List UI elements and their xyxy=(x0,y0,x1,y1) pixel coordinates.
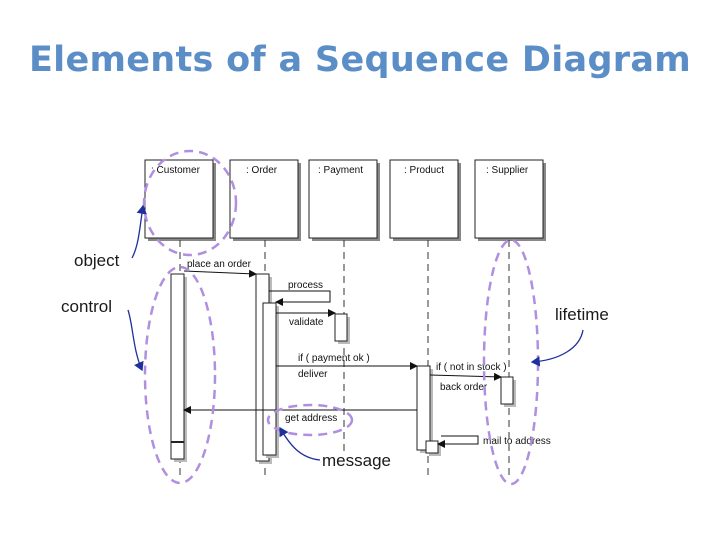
message-label-process: process xyxy=(288,280,323,291)
annotation-arrows xyxy=(127,204,584,461)
annotation-lifetime: lifetime xyxy=(555,305,609,324)
object-label-customer: : Customer xyxy=(151,165,201,176)
object-box-payment: : Payment xyxy=(308,159,380,241)
annotation-arrow-lifetime xyxy=(530,329,584,367)
slide-title: Elements of a Sequence Diagram xyxy=(28,40,692,80)
annotation-arrow-object xyxy=(131,204,147,259)
message-arrows xyxy=(183,269,502,448)
object-box-order: : Order xyxy=(229,159,301,241)
arrow-process xyxy=(269,290,331,306)
activation-bars xyxy=(170,273,516,464)
arrow-mail-to-address xyxy=(437,435,479,448)
annotation-control: control xyxy=(61,297,112,316)
annotation-arrow-control xyxy=(127,309,144,372)
object-label-supplier: : Supplier xyxy=(486,165,529,176)
arrow-back-order xyxy=(429,372,502,381)
highlight-message xyxy=(266,403,354,437)
highlight-object xyxy=(142,149,238,257)
message-label-deliver: deliver xyxy=(298,369,328,380)
annotation-object: object xyxy=(74,251,120,270)
message-label-get-address: get address xyxy=(285,413,337,424)
message-label-validate: validate xyxy=(289,317,324,328)
object-label-order: : Order xyxy=(246,165,278,176)
message-label-if-not-in-stock: if ( not in stock ) xyxy=(436,362,507,373)
object-label-payment: : Payment xyxy=(318,165,363,176)
object-box-product: : Product xyxy=(389,159,461,241)
message-label-mail-to-address: mail to address xyxy=(483,436,551,447)
object-box-customer: : Customer xyxy=(144,159,216,241)
arrow-place-order xyxy=(183,269,257,278)
message-label-place-order: place an order xyxy=(187,259,252,270)
annotation-message: message xyxy=(322,451,391,470)
highlight-control xyxy=(143,265,217,485)
message-label-back-order: back order xyxy=(440,382,488,393)
annotation-arrow-message xyxy=(279,426,321,461)
message-label-if-payment: if ( payment ok ) xyxy=(298,353,370,364)
object-box-supplier: : Supplier xyxy=(474,159,546,241)
object-label-product: : Product xyxy=(404,165,444,176)
